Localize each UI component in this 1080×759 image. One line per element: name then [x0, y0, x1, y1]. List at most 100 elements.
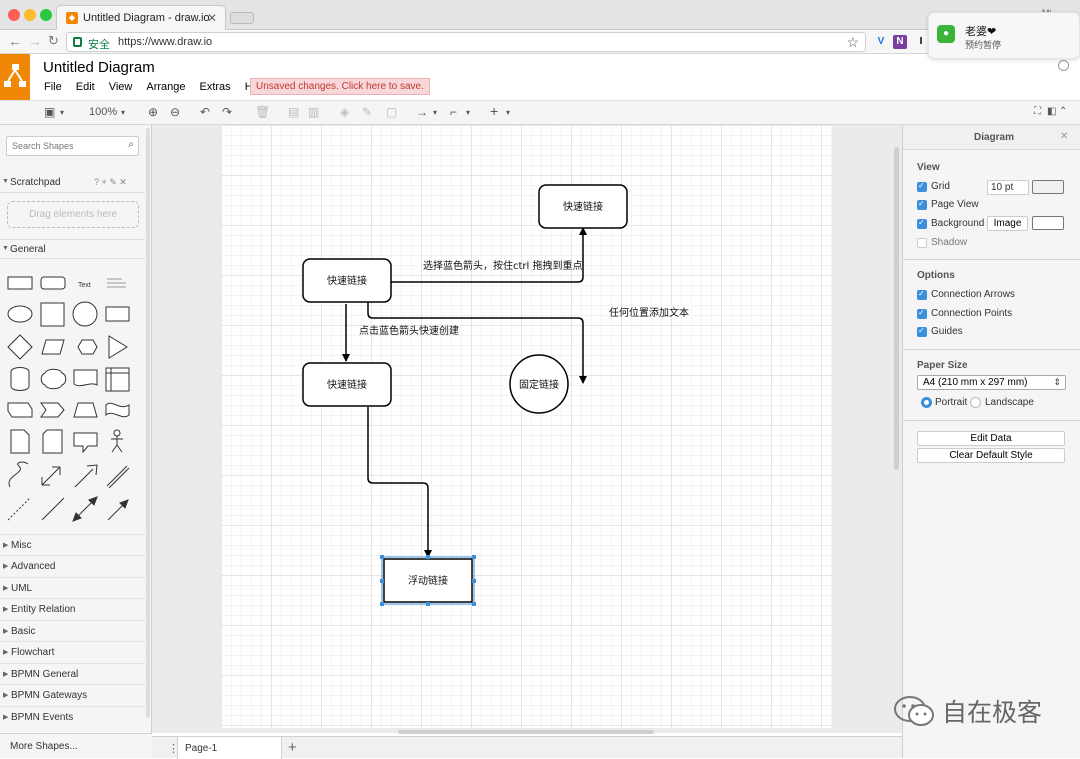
delete-icon[interactable]: 🗑 — [255, 105, 271, 119]
shape-textbox[interactable] — [107, 278, 126, 288]
palette-flowchart[interactable]: ▶Flowchart — [0, 641, 145, 662]
shape-link[interactable] — [106, 465, 130, 489]
search-icon[interactable]: ⌕ — [128, 139, 134, 150]
landscape-radio[interactable] — [970, 397, 981, 408]
shape-rounded-rectangle[interactable] — [40, 276, 66, 290]
chevron-down-icon[interactable]: ▾ — [60, 108, 65, 117]
node-top-right[interactable] — [538, 184, 628, 229]
unsaved-changes-button[interactable]: Unsaved changes. Click here to save. — [250, 78, 430, 95]
menu-extras[interactable]: Extras — [199, 81, 231, 93]
bookmark-star-icon[interactable]: ☆ — [846, 34, 859, 50]
format-panel-toggle-icon[interactable]: ▣ — [44, 105, 56, 119]
shape-triangle[interactable] — [108, 335, 128, 359]
node-selected[interactable] — [383, 558, 473, 603]
fill-color-icon[interactable]: ◈ — [340, 105, 350, 119]
new-tab-button[interactable] — [230, 12, 254, 24]
format-panel-title[interactable]: Diagram — [974, 132, 1015, 143]
connection-style-icon[interactable]: → — [416, 105, 428, 119]
shadow-checkbox[interactable] — [917, 238, 927, 248]
shape-rectangle[interactable] — [7, 276, 33, 290]
shape-cloud[interactable] — [40, 368, 67, 390]
collapse-icon[interactable]: ⌃ — [1059, 106, 1068, 117]
general-header[interactable]: ▼ General — [0, 239, 145, 259]
forward-icon[interactable]: → — [28, 33, 42, 49]
connection-dropdown-icon[interactable]: ▾ — [433, 108, 438, 117]
shape-parallelogram[interactable] — [41, 339, 65, 355]
node-main[interactable] — [302, 258, 392, 303]
portrait-radio[interactable] — [921, 397, 932, 408]
undo-icon[interactable]: ↶ — [200, 105, 211, 119]
shape-ellipse[interactable] — [7, 305, 33, 323]
shape-card[interactable] — [42, 429, 63, 454]
clear-default-style-button[interactable]: Clear Default Style — [917, 448, 1065, 463]
palette-bpmn-events[interactable]: ▶BPMN Events — [0, 706, 145, 727]
shapes-scrollbar[interactable] — [146, 128, 150, 718]
menu-view[interactable]: View — [108, 81, 133, 93]
shape-document[interactable] — [73, 369, 98, 387]
language-globe-icon[interactable] — [1058, 60, 1069, 71]
shape-actor[interactable] — [111, 429, 123, 453]
shape-cube[interactable] — [7, 402, 33, 418]
shape-arrow[interactable] — [74, 464, 98, 488]
url-field[interactable]: 安全 https://www.draw.io ☆ — [66, 32, 866, 52]
edge-to-top-node[interactable] — [391, 227, 587, 283]
zoom-dropdown-icon[interactable]: ▾ — [121, 108, 126, 117]
menu-file[interactable]: File — [44, 81, 62, 93]
scratchpad-header[interactable]: ▼ Scratchpad ? + ✎ ✕ — [0, 173, 145, 193]
grid-size-input[interactable]: 10 pt — [987, 180, 1029, 195]
canvas-vertical-scrollbar[interactable] — [894, 147, 899, 470]
palette-basic[interactable]: ▶Basic — [0, 620, 145, 641]
waypoints-icon[interactable]: ⌐ — [450, 105, 458, 119]
shape-dashed-line[interactable] — [7, 497, 31, 521]
palette-bpmn-general[interactable]: ▶BPMN General — [0, 663, 145, 684]
palette-bpmn-gateways[interactable]: ▶BPMN Gateways — [0, 684, 145, 705]
canvas-area[interactable]: 快速链接 快速链接 快速链接 固定链接 浮动链接 选择蓝色箭头，按住ctrl 拖… — [152, 125, 902, 733]
close-window-button[interactable] — [8, 9, 20, 21]
shape-directional-connector[interactable] — [107, 499, 129, 521]
shape-square[interactable] — [40, 302, 65, 327]
shape-bidirectional-arrow[interactable] — [41, 466, 61, 486]
shape-diamond[interactable] — [7, 334, 33, 360]
zoom-level[interactable]: 100% — [89, 106, 118, 118]
close-tab-icon[interactable]: ✕ — [206, 11, 217, 25]
maximize-window-button[interactable] — [40, 9, 52, 21]
palette-uml[interactable]: ▶UML — [0, 577, 145, 598]
extension-i-icon[interactable]: I — [919, 36, 923, 47]
shape-step[interactable] — [40, 402, 65, 418]
background-image-button[interactable]: Image — [987, 216, 1028, 231]
fullscreen-icon[interactable]: ⛶ — [1034, 106, 1041, 117]
background-color-swatch[interactable] — [1032, 216, 1064, 230]
pages-menu-icon[interactable]: ⋮ — [168, 743, 179, 755]
text-label-anywhere[interactable]: 任何位置添加文本 — [609, 306, 689, 319]
shape-bidirectional-connector[interactable] — [72, 496, 98, 522]
grid-color-swatch[interactable] — [1032, 180, 1064, 194]
shape-circle[interactable] — [72, 301, 98, 327]
scratchpad-tools[interactable]: ? + ✎ ✕ — [94, 177, 127, 187]
shape-process[interactable] — [105, 306, 130, 322]
close-panel-icon[interactable]: ✕ — [1060, 131, 1069, 142]
page-view-checkbox[interactable] — [917, 199, 927, 210]
shape-cylinder[interactable] — [10, 367, 30, 391]
palette-advanced[interactable]: ▶Advanced — [0, 555, 145, 576]
wechat-notification[interactable]: ● 老婆❤ 预约暂停 — [928, 12, 1080, 59]
to-back-icon[interactable]: ▥ — [308, 105, 320, 119]
paper-size-select[interactable]: A4 (210 mm x 297 mm) ⇕ — [917, 375, 1066, 390]
menu-edit[interactable]: Edit — [75, 81, 95, 93]
add-page-icon[interactable]: + — [288, 739, 297, 756]
drawio-logo[interactable] — [0, 54, 30, 100]
canvas-horizontal-scrollbar[interactable] — [398, 730, 654, 734]
redo-icon[interactable]: ↷ — [222, 105, 233, 119]
connection-points-checkbox[interactable] — [917, 308, 927, 319]
shape-text[interactable]: Text — [78, 282, 91, 289]
line-color-icon[interactable]: ✎ — [362, 105, 373, 119]
node-circle[interactable] — [509, 354, 569, 414]
zoom-out-icon[interactable]: ⊖ — [170, 105, 181, 119]
palette-entity-relation[interactable]: ▶Entity Relation — [0, 598, 145, 619]
node-below[interactable] — [302, 362, 392, 407]
grid-checkbox[interactable] — [917, 181, 927, 192]
extension-v-icon[interactable]: V — [877, 36, 885, 47]
edge-to-floating-node[interactable] — [367, 407, 432, 558]
search-shapes-input[interactable]: Search Shapes ⌕ — [6, 136, 139, 156]
browser-tab[interactable]: ◆ Untitled Diagram - draw.io ✕ — [56, 5, 226, 30]
diagram-page[interactable]: 快速链接 快速链接 快速链接 固定链接 浮动链接 选择蓝色箭头，按住ctrl 拖… — [221, 125, 832, 728]
